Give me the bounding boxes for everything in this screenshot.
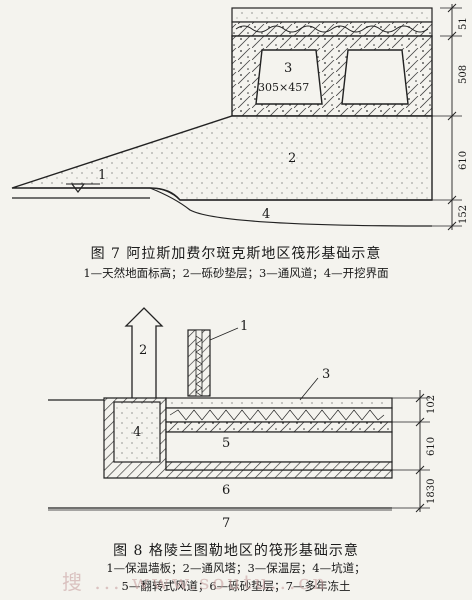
fig8-label-6: 6 bbox=[222, 483, 230, 498]
fig7-label-4: 4 bbox=[262, 207, 270, 222]
fig7-label-2: 2 bbox=[288, 151, 296, 166]
fig8-tunnel bbox=[113, 401, 161, 463]
fig7-duct-size: 305×457 bbox=[258, 81, 309, 94]
fig8-label-7: 7 bbox=[222, 516, 230, 531]
fig8-label-4: 4 bbox=[133, 425, 141, 440]
fig8-legend-line1: 1—保温墙板；2—通风塔；3—保温层；4—坑道； bbox=[106, 561, 366, 575]
fig7-dim-152: 152 bbox=[458, 205, 469, 224]
fig7-dim-51: 51 bbox=[458, 17, 469, 30]
fig8-dim-1830: 1830 bbox=[426, 479, 437, 504]
fig7-excavation-line bbox=[30, 187, 432, 201]
fig8-dim-610: 610 bbox=[426, 437, 437, 456]
fig8-legend-line2: 5—翻转式风道；6—砾砂垫层；7—多年冻土 bbox=[121, 579, 351, 593]
fig8-label-1: 1 bbox=[240, 319, 248, 334]
fig8-label-5: 5 bbox=[222, 436, 230, 451]
fig8-duct bbox=[165, 431, 393, 463]
fig8-top-slab bbox=[165, 397, 393, 409]
fig8-vent-tower-arrow bbox=[124, 307, 164, 401]
fig7-duct-left bbox=[255, 49, 323, 105]
fig8-label-2: 2 bbox=[139, 343, 147, 358]
fig8-label-3: 3 bbox=[322, 367, 330, 382]
fig7-label-3: 3 bbox=[284, 61, 292, 76]
watermark: 搜 ... www.soutu...cn bbox=[62, 570, 329, 594]
figure7-drawing bbox=[11, 3, 462, 231]
fig8-dim-102: 102 bbox=[426, 395, 437, 414]
fig7-top-slab bbox=[231, 7, 433, 23]
figure8-drawing bbox=[48, 307, 430, 513]
fig7-label-1: 1 bbox=[98, 168, 106, 183]
fig7-legend: 1—天然地面标高；2—砾砂垫层；3—通风道；4—开挖界面 bbox=[83, 266, 389, 280]
fig8-title: 图 8 格陵兰图勒地区的筏形基础示意 bbox=[113, 543, 359, 559]
fig7-dim-610: 610 bbox=[458, 151, 469, 170]
fig7-dim-508: 508 bbox=[458, 65, 469, 84]
fig7-title: 图 7 阿拉斯加费尔斑克斯地区筏形基础示意 bbox=[90, 246, 382, 262]
fig7-duct-right bbox=[341, 49, 409, 105]
